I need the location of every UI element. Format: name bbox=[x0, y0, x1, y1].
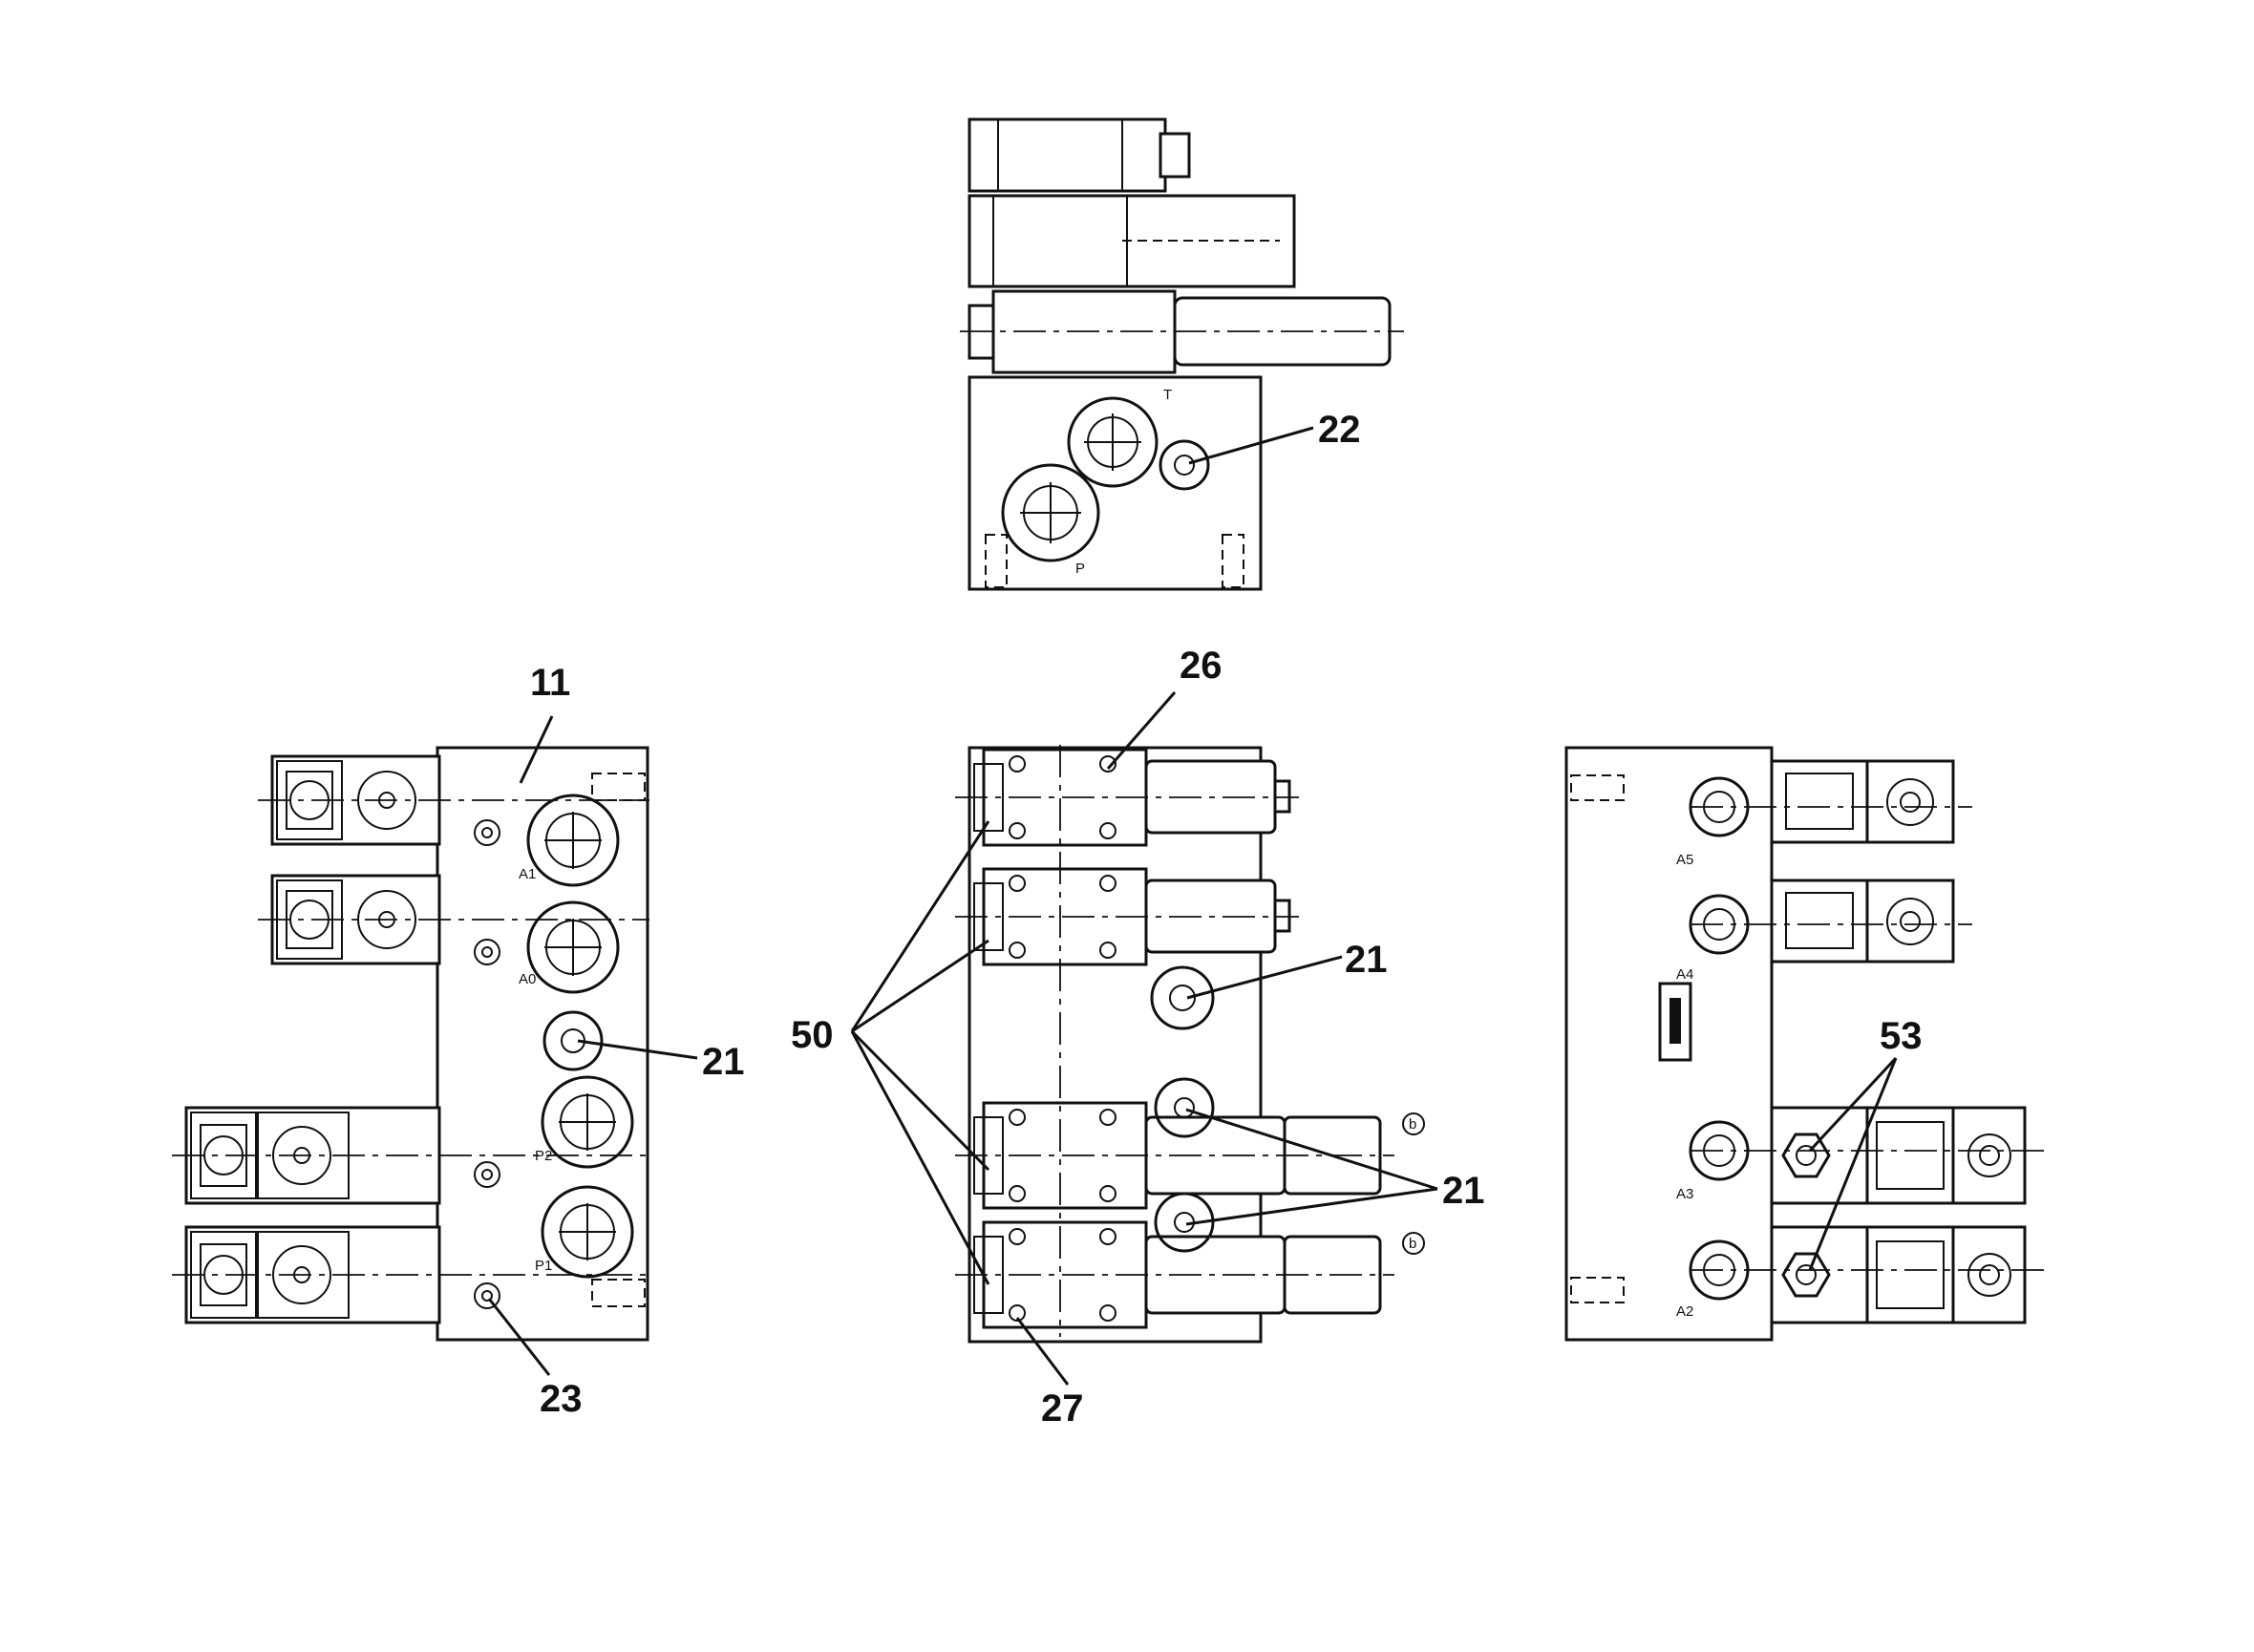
port-label-b1: b bbox=[1409, 1116, 1416, 1133]
port-label-a1: A1 bbox=[519, 866, 536, 882]
port-label-a3: A3 bbox=[1676, 1186, 1693, 1202]
top-view: T P 22 bbox=[960, 117, 1404, 591]
callout-50: 50 bbox=[791, 1014, 834, 1056]
port-label-a0: A0 bbox=[519, 971, 536, 987]
callout-21-mid-top: 21 bbox=[1345, 939, 1388, 981]
callout-27: 27 bbox=[1041, 1387, 1084, 1430]
callout-11: 11 bbox=[530, 662, 570, 704]
callout-53: 53 bbox=[1880, 1015, 1923, 1057]
callout-23: 23 bbox=[540, 1378, 583, 1420]
callout-22: 22 bbox=[1318, 409, 1361, 451]
right-view: A5 A4 A3 A2 53 bbox=[1564, 746, 2044, 1342]
port-label-a5: A5 bbox=[1676, 852, 1693, 868]
callout-21-left: 21 bbox=[702, 1041, 745, 1083]
callout-21-mid-bottom: 21 bbox=[1442, 1170, 1485, 1212]
left-view: A1 A0 P2 P1 11 21 23 bbox=[172, 662, 745, 1420]
port-label-t: T bbox=[1163, 387, 1172, 403]
port-label-b2: b bbox=[1409, 1236, 1416, 1252]
port-label-a4: A4 bbox=[1676, 966, 1693, 983]
port-label-p1: P1 bbox=[535, 1258, 552, 1274]
callout-26: 26 bbox=[1180, 645, 1223, 687]
port-label-p2: P2 bbox=[535, 1148, 552, 1164]
middle-view: b b 26 21 21 27 50 bbox=[791, 645, 1485, 1430]
port-label-p: P bbox=[1075, 561, 1085, 577]
port-label-a2: A2 bbox=[1676, 1303, 1693, 1320]
